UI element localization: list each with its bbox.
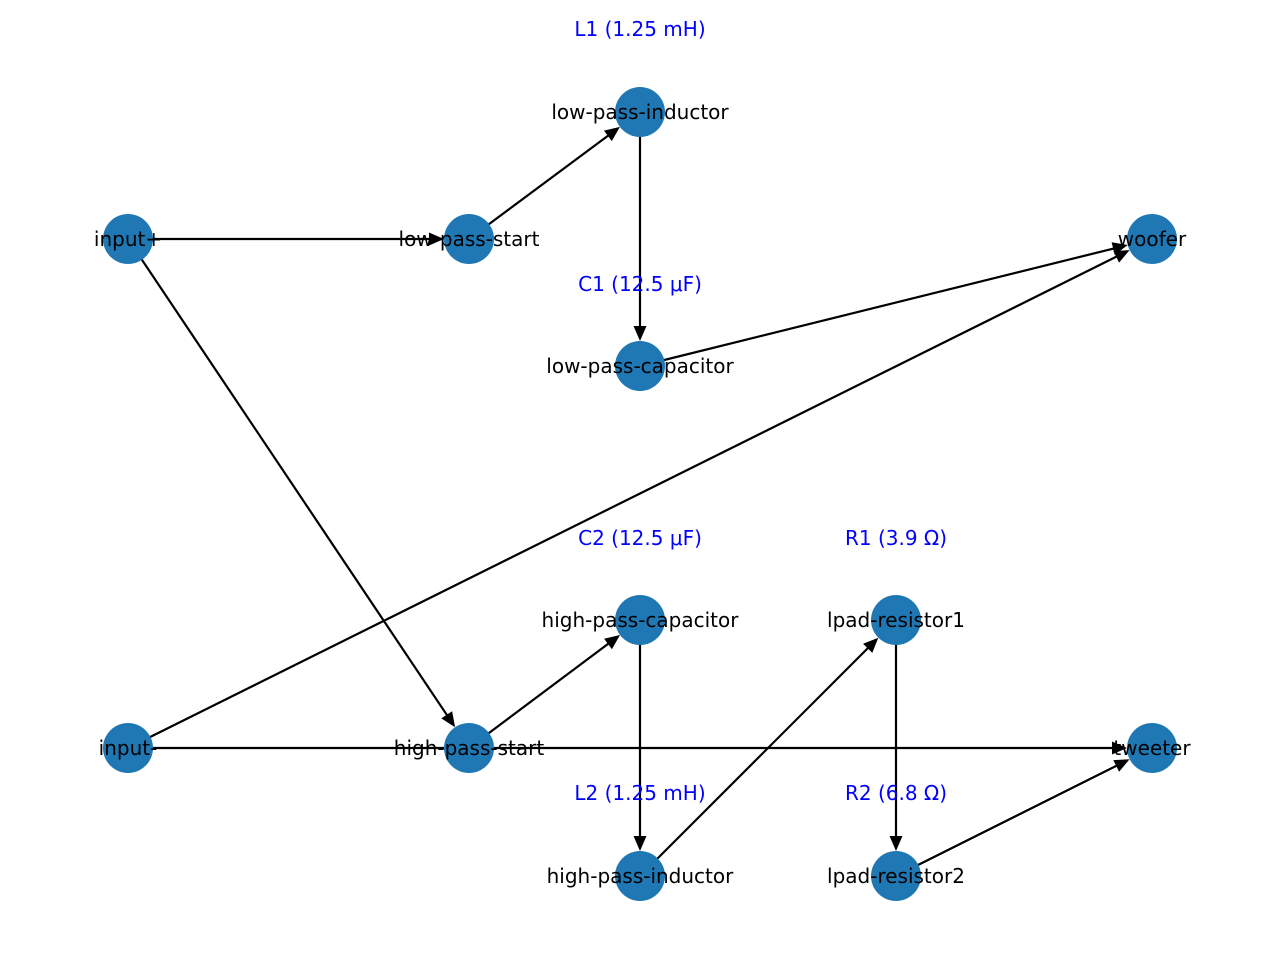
node-label: high-pass-start [394, 736, 545, 760]
edge-input+-to-high-pass-start [127, 238, 456, 728]
node-label: high-pass-inductor [547, 864, 735, 888]
node-label: low-pass-capacitor [546, 354, 734, 378]
node-label: tweeter [1113, 736, 1191, 760]
node-high-pass-inductor [615, 851, 665, 901]
node-inputplus [103, 214, 153, 264]
arrow-head [1113, 250, 1130, 263]
node-high-pass-capacitor [615, 595, 665, 645]
node-label: woofer [1118, 227, 1187, 251]
edge-line [895, 764, 1119, 877]
arrow-head [1113, 759, 1130, 772]
edge-line [127, 238, 449, 718]
arrow-head [633, 836, 647, 851]
edge-line [639, 646, 870, 877]
edge-high-pass-capacitor-to-high-pass-inductor [633, 620, 647, 851]
edge-line [468, 641, 611, 749]
edge-low-pass-start-to-low-pass-inductor [468, 126, 620, 240]
edge-low-pass-inductor-to-low-pass-capacitor [633, 112, 647, 341]
arrow-head [889, 836, 903, 851]
arrow-head [633, 326, 647, 341]
node-label: low-pass-inductor [551, 100, 729, 124]
edge-lpad-resistor1-to-lpad-resistor2 [889, 620, 903, 851]
node-lpad-resistor1 [871, 595, 921, 645]
edge-line [639, 247, 1116, 368]
edge-low-pass-capacitor-to-woofer [639, 242, 1128, 368]
node-label: input- [99, 736, 158, 760]
labels-layer: input+ low-pass-start low-pass-inductor low… [94, 100, 1191, 888]
edge-input--to-woofer [127, 250, 1130, 749]
component-label-r2: R2 (6.8 Ω) [845, 781, 947, 805]
node-label: input+ [94, 227, 162, 251]
edges-layer [127, 112, 1130, 877]
node-low-pass-capacitor [615, 341, 665, 391]
arrow-head [1112, 741, 1127, 755]
node-input-minus [103, 723, 153, 773]
arrow-head [604, 126, 620, 142]
node-low-pass-start [444, 214, 494, 264]
node-high-pass-start [444, 723, 494, 773]
arrow-head [441, 711, 456, 728]
node-label: lpad-resistor1 [827, 608, 965, 632]
node-label: lpad-resistor2 [827, 864, 965, 888]
edge-high-pass-start-to-high-pass-capacitor [468, 635, 620, 749]
component-label-c2: C2 (12.5 μF) [578, 526, 702, 550]
edge-input+-to-low-pass-start [128, 232, 444, 246]
component-label-c1: C1 (12.5 μF) [578, 272, 702, 296]
component-label-l1: L1 (1.25 mH) [574, 17, 705, 41]
edge-input--to-tweeter [128, 741, 1127, 755]
node-label: low-pass-start [399, 227, 540, 251]
arrow-head [604, 635, 620, 650]
node-label: high-pass-capacitor [542, 608, 740, 632]
arrow-head [429, 232, 444, 246]
component-labels-layer: L1 (1.25 mH) C1 (12.5 μF) C2 (12.5 μF) R1 (… [574, 17, 947, 805]
node-woofer [1127, 214, 1177, 264]
edge-line [127, 254, 1119, 749]
edge-lpad-resistor2-to-tweeter [895, 759, 1130, 877]
node-low-pass-inductor [615, 87, 665, 137]
nodes-layer [103, 87, 1177, 901]
component-label-r1: R1 (3.9 Ω) [845, 526, 947, 550]
edge-line [468, 133, 611, 240]
arrow-head [863, 637, 879, 653]
edge-high-pass-inductor-to-lpad-resistor1 [639, 637, 879, 877]
node-tweeter [1127, 723, 1177, 773]
component-label-l2: L2 (1.25 mH) [574, 781, 705, 805]
node-lpad-resistor2 [871, 851, 921, 901]
